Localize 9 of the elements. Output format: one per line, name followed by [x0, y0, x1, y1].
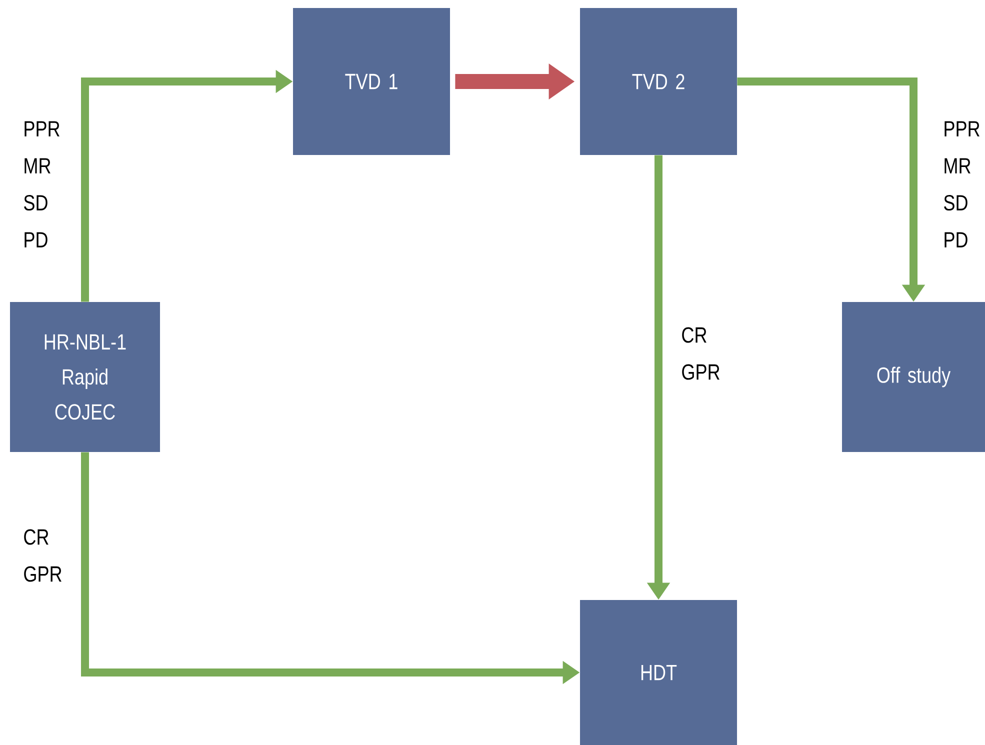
process-box: TVD 2 [580, 8, 737, 155]
process-box: TVD 1 [293, 8, 450, 155]
process-box: HDT [580, 600, 737, 745]
edge-label: CR GPR [22, 528, 64, 583]
edge-label: CR GPR [680, 326, 722, 381]
process-box: HR-NBL-1 Rapid COJEC [10, 302, 160, 452]
edge-label: PPR MR SD PD [22, 120, 64, 248]
edge-label: PPR MR SD PD [942, 120, 984, 248]
process-box: Off study [842, 302, 985, 452]
